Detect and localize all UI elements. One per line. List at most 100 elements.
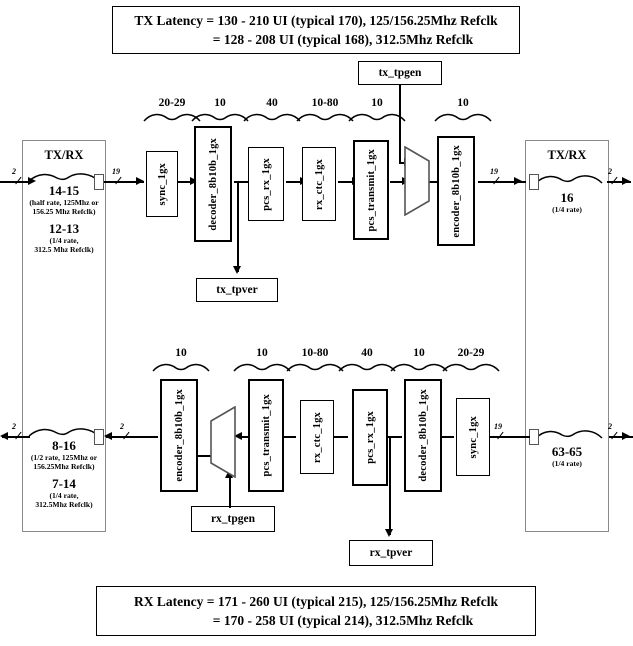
tx-tpver-box: tx_tpver — [196, 278, 278, 302]
tx-bus-in-label: 2 — [12, 167, 16, 176]
tx-wire-exit — [607, 181, 631, 183]
tx-brace-2: 40 — [243, 97, 301, 123]
right-rail-tx-group: 16 (1/4 rate) — [525, 190, 609, 214]
left-rx-note-a1: (1/2 rate, 125Mhz or — [30, 453, 98, 462]
rx-latency-line1: RX Latency = 171 - 260 UI (typical 215),… — [134, 594, 498, 609]
right-rx-note: (1/4 rate) — [552, 459, 582, 468]
tx-arrow-in — [28, 177, 36, 185]
tx-block-1-label: decoder_8b10b_1gx — [207, 137, 219, 231]
tx-bus-out-label: 2 — [608, 167, 612, 176]
rx-block-pcs-rx-1gx: pcs_rx_1gx — [352, 389, 388, 486]
tx-bus-out2-label: 19 — [490, 167, 498, 176]
rx-wire-2 — [274, 436, 296, 438]
tx-wire-4 — [338, 181, 360, 183]
tx-brace-1: 10 — [191, 97, 249, 123]
rx-block-4-label: decoder_8b10b_1gx — [417, 389, 429, 482]
rx-bus-in-label: 2 — [120, 422, 124, 431]
rx-tpver-box: rx_tpver — [349, 540, 433, 566]
rx-brace-3-count: 40 — [361, 347, 373, 359]
left-tx-squiggle — [28, 173, 100, 182]
left-rail-rx-port — [94, 429, 104, 445]
tx-brace-4-count: 10 — [371, 97, 383, 109]
rx-arrow-to-rail — [104, 432, 112, 440]
tx-mux — [404, 146, 430, 216]
tx-tpver-label: tx_tpver — [216, 284, 258, 296]
tx-block-sync-1gx: sync_1gx — [146, 151, 178, 217]
tx-block-5-label: encoder_8b10b_1gx — [450, 144, 462, 238]
tx-wire-5 — [390, 181, 410, 183]
tx-brace-5: 10 — [434, 97, 492, 123]
right-rail-rx-port — [529, 429, 539, 445]
tx-latency-note: TX Latency = 130 - 210 UI (typical 170),… — [112, 6, 520, 54]
right-tx-value: 16 — [560, 190, 574, 205]
tx-wire-out — [478, 181, 526, 183]
left-rx-value-a: 8-16 — [52, 438, 76, 453]
tx-block-pcs-rx-1gx: pcs_rx_1gx — [248, 147, 284, 221]
rx-wire-enter — [609, 436, 633, 438]
right-tx-note: (1/4 rate) — [552, 205, 582, 214]
rx-arrow-enter — [622, 432, 630, 440]
tx-block-decoder-8b10b-1gx: decoder_8b10b_1gx — [194, 126, 232, 242]
tx-brace-0-count: 20-29 — [158, 97, 186, 109]
tx-brace-3-count: 10-80 — [311, 97, 339, 109]
left-tx-note-b2: 312.5 Mhz Refclk) — [34, 245, 94, 254]
tx-tpgen-label: tx_tpgen — [378, 67, 422, 79]
rx-wire-4 — [380, 436, 402, 438]
left-rail-tx-port — [94, 174, 104, 190]
left-transceiver-rail — [22, 140, 106, 532]
tx-wire-3 — [286, 181, 308, 183]
tx-brace-0: 20-29 — [143, 97, 201, 123]
tx-tpver-wire-v — [237, 182, 239, 272]
rx-bus-exit-label: 2 — [12, 422, 16, 431]
tx-brace-3: 10-80 — [296, 97, 354, 123]
tx-block-pcs-transmit-1gx: pcs_transmit_1gx — [353, 140, 389, 240]
left-tx-value-b: 12-13 — [48, 221, 80, 236]
left-tx-note-a1: (half rate, 125Mhz or — [29, 198, 99, 207]
right-rx-value: 63-65 — [551, 444, 583, 459]
rx-tpver-arrow — [385, 529, 393, 537]
rx-arrow-exit — [0, 432, 8, 440]
rx-latency-line2: = 170 - 258 UI (typical 214), 312.5Mhz R… — [212, 613, 474, 628]
rx-tpgen-label: rx_tpgen — [210, 513, 256, 525]
rx-bus-mid-label: 19 — [494, 422, 502, 431]
rx-tpgen-box: rx_tpgen — [191, 506, 275, 532]
rx-bus-out-label: 2 — [608, 422, 612, 431]
rx-block-decoder-8b10b-1gx: decoder_8b10b_1gx — [404, 379, 442, 492]
left-rx-note-b2: 312.5Mhz Refclk) — [35, 500, 93, 509]
tx-brace-2-count: 40 — [266, 97, 278, 109]
rx-wire-5 — [432, 436, 454, 438]
rx-brace-0-count: 10 — [175, 347, 187, 359]
rx-brace-5-count: 20-29 — [457, 347, 485, 359]
rx-brace-1-count: 10 — [256, 347, 268, 359]
right-rail-title: TX/RX — [547, 148, 587, 162]
rx-brace-4-count: 10 — [413, 347, 425, 359]
right-rail-rx-group: 63-65 (1/4 rate) — [525, 444, 609, 468]
rx-block-sync-1gx: sync_1gx — [456, 398, 490, 476]
right-rx-squiggle — [535, 430, 603, 439]
tx-bus-mid-label: 19 — [112, 167, 120, 176]
tx-wire-2 — [234, 181, 256, 183]
rx-arrow-1 — [234, 432, 242, 440]
rx-brace-0: 10 — [152, 347, 210, 373]
tx-tpgen-box: tx_tpgen — [358, 61, 442, 85]
rx-block-5-label: sync_1gx — [467, 415, 479, 459]
rx-brace-1: 10 — [233, 347, 291, 373]
left-rail-rx-group: 8-16 (1/2 rate, 125Mhz or 156.25Mhz Refc… — [18, 438, 110, 509]
rx-brace-4: 10 — [390, 347, 448, 373]
rx-brace-2: 10-80 — [286, 347, 344, 373]
rx-block-pcs-transmit-1gx: pcs_transmit_1gx — [248, 379, 284, 492]
tx-block-0-label: sync_1gx — [156, 162, 168, 206]
tx-wire-rail-to-sync — [104, 181, 144, 183]
tx-tpgen-wire-v — [399, 85, 401, 163]
rx-block-0-label: encoder_8b10b_1gx — [173, 389, 185, 482]
tx-wire-in — [0, 181, 30, 183]
rx-brace-2-count: 10-80 — [301, 347, 329, 359]
tx-latency-line1: TX Latency = 130 - 210 UI (typical 170),… — [134, 13, 498, 28]
right-transceiver-rail — [525, 140, 609, 532]
tx-arrow-exit — [622, 177, 630, 185]
rx-block-1-label: pcs_transmit_1gx — [260, 394, 272, 477]
rx-mux — [210, 406, 236, 478]
tx-block-4-label: pcs_transmit_1gx — [365, 148, 377, 232]
left-rx-note-b1: (1/4 rate, — [49, 491, 79, 500]
